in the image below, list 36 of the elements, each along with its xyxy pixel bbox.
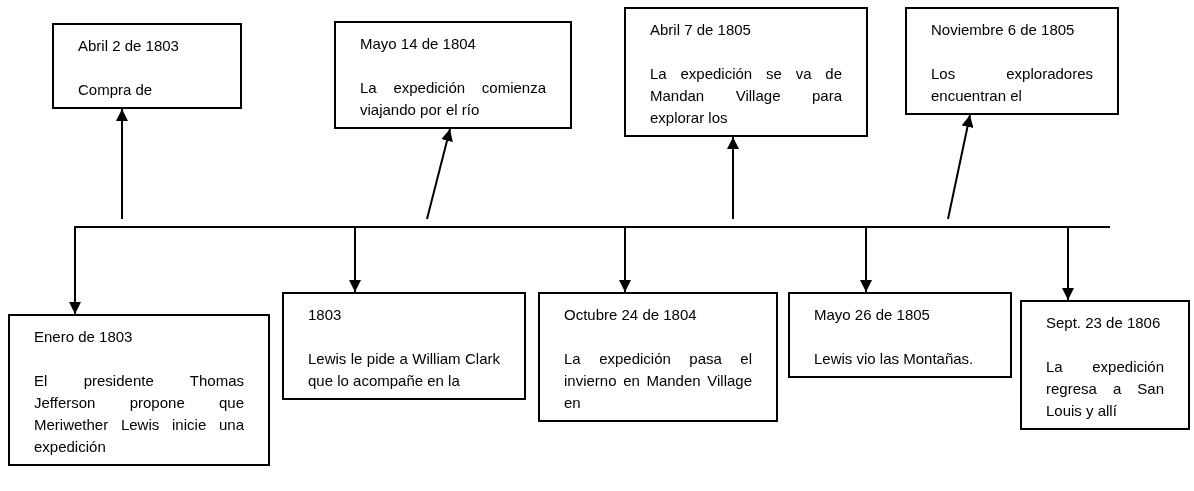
event-box: [624, 7, 868, 137]
event-box: [538, 292, 778, 422]
event-description: Los exploradores encuentran el: [931, 64, 1093, 106]
event-date: Sept. 23 de 1806: [1046, 313, 1162, 333]
arrow: [1062, 226, 1074, 301]
event-box: [8, 314, 270, 466]
event-description: La expedición regresa a San Louis y allí: [1046, 357, 1164, 421]
arrow: [860, 226, 872, 293]
event-description: Compra de: [78, 80, 154, 100]
event-box: [1020, 300, 1190, 430]
event-box: [334, 21, 572, 129]
event-description: Lewis vio las Montañas.: [814, 349, 975, 369]
arrow: [619, 226, 631, 293]
event-date: Abril 2 de 1803: [78, 36, 180, 56]
event-description: La expedición comienza viajando por el río: [360, 78, 546, 120]
event-box: [788, 292, 1012, 378]
arrow: [426, 128, 453, 220]
event-description: La expedición se va de Mandan Village para explorar los: [650, 64, 842, 128]
event-date: Abril 7 de 1805: [650, 20, 752, 40]
event-box: [282, 292, 526, 400]
event-box: [52, 23, 242, 109]
event-date: 1803: [308, 305, 343, 325]
event-date: Enero de 1803: [34, 327, 134, 347]
event-date: Mayo 26 de 1805: [814, 305, 931, 325]
arrow: [116, 108, 128, 220]
arrow: [349, 226, 361, 293]
event-date: Octubre 24 de 1804: [564, 305, 698, 325]
event-description: La expedición pasa el invierno en Manden Village en: [564, 349, 752, 413]
event-description: El presidente Thomas Jefferson propone que Meriwether Lewis inicie una expedición: [34, 371, 244, 457]
arrow: [69, 226, 81, 315]
arrow: [947, 114, 974, 220]
event-date: Noviembre 6 de 1805: [931, 20, 1076, 40]
arrow: [727, 136, 739, 220]
event-box: [905, 7, 1119, 115]
event-description: Lewis le pide a William Clark que lo acompañe en la: [308, 349, 500, 391]
event-date: Mayo 14 de 1804: [360, 34, 477, 54]
